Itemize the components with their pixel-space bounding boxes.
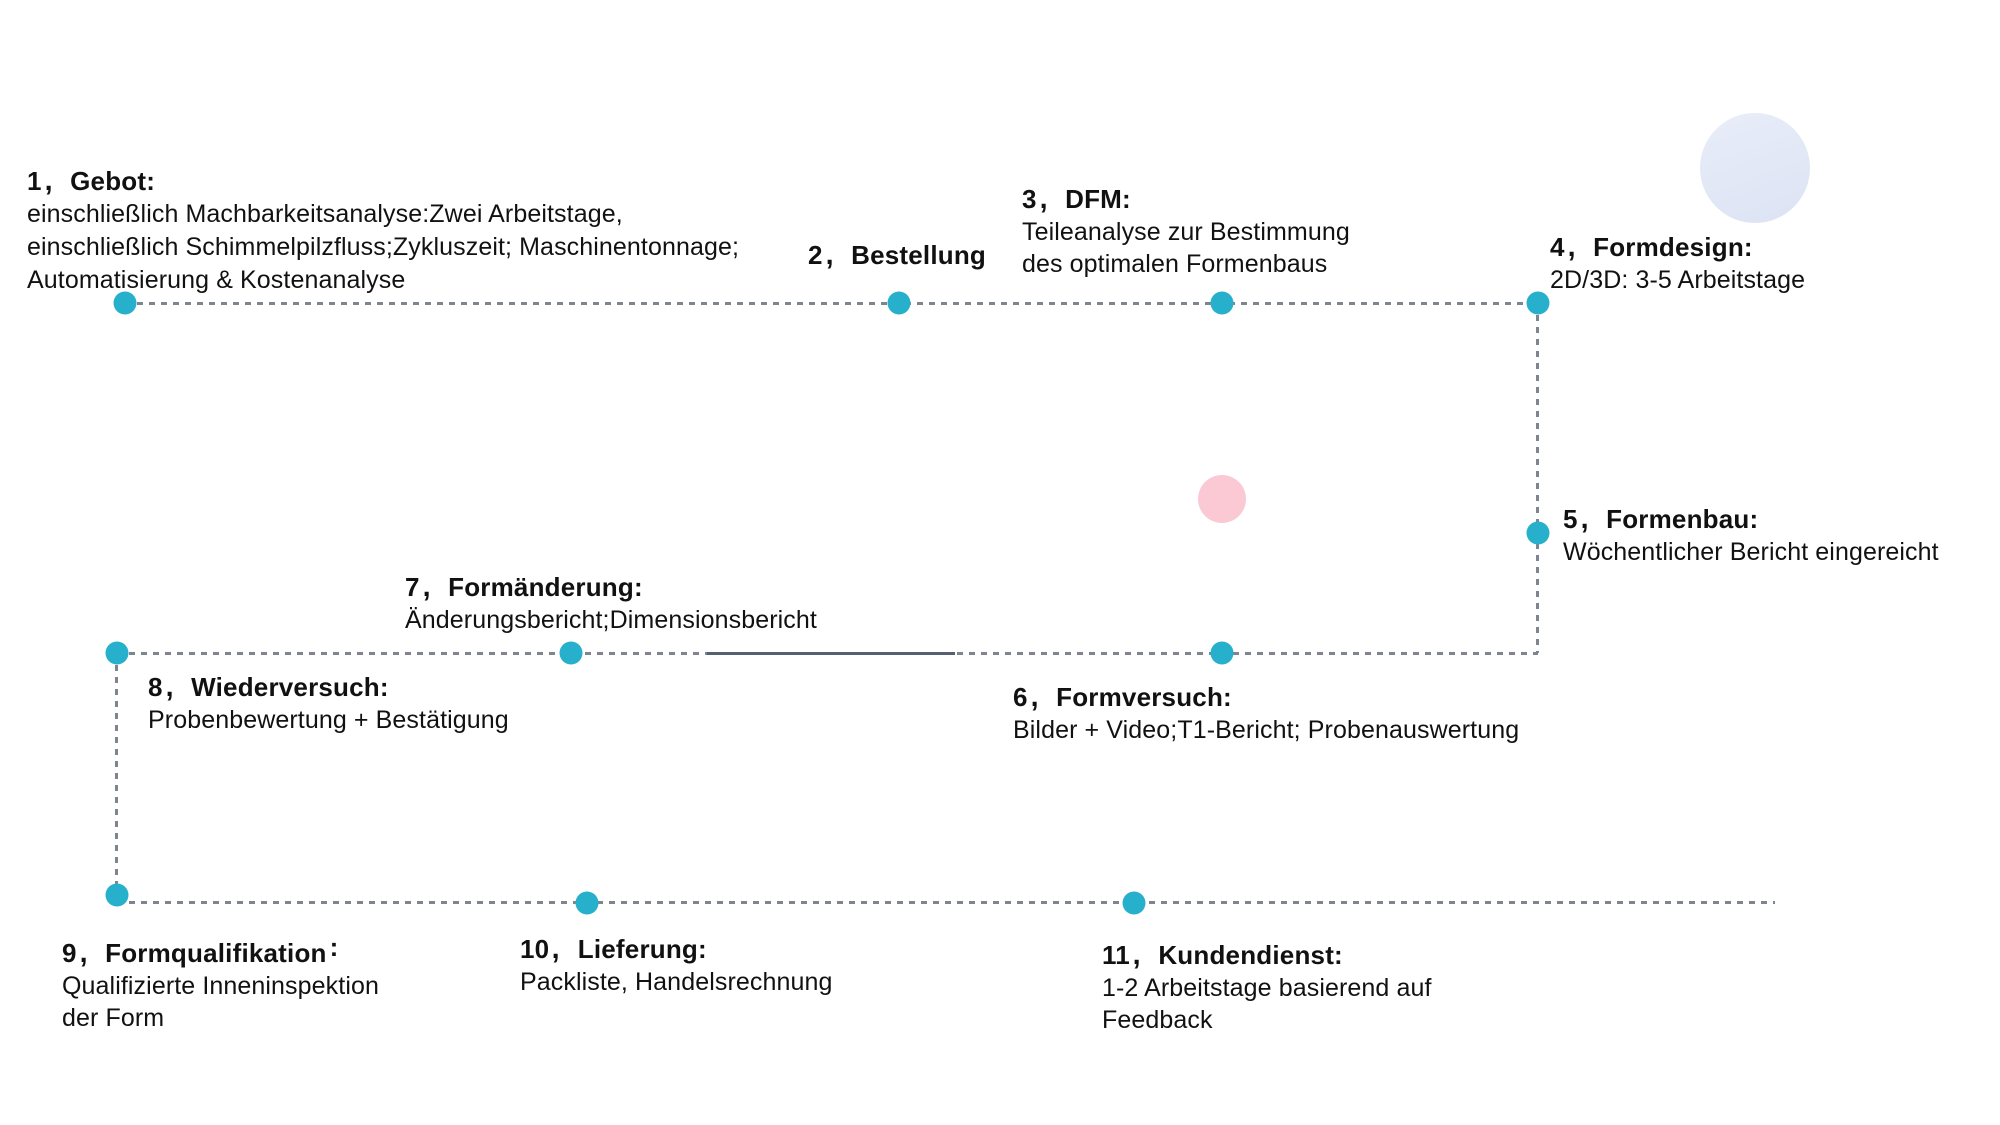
step-7-title-text: Formänderung: <box>448 572 643 602</box>
node-dot-step-10 <box>575 891 599 915</box>
node-dot-step-5 <box>1526 521 1550 545</box>
step-11-number: 11, <box>1102 938 1156 971</box>
step-3-desc-line-1: Teileanalyse zur Bestimmung <box>1022 218 1350 246</box>
step-1-title: 1,Gebot: <box>27 164 739 198</box>
step-2-number: 2, <box>808 238 849 271</box>
step-4-desc-line-1: 2D/3D: 3-5 Arbeitstage <box>1550 266 1806 294</box>
step-7-desc-line-1: Änderungsbericht;Dimensionsbericht <box>405 606 817 634</box>
decor-circle-lavender <box>1700 113 1810 223</box>
node-dot-step-9 <box>105 883 129 907</box>
timeline-top-line <box>125 302 1538 305</box>
step-2-title-text: Bestellung <box>851 240 987 270</box>
step-6-desc-line-1: Bilder + Video;T1-Bericht; Probenauswert… <box>1013 716 1520 744</box>
step-1-desc-line-2: einschließlich Schimmelpilzfluss;Zyklusz… <box>27 233 740 261</box>
ideographic-comma: , <box>422 569 431 603</box>
node-dot-step-8 <box>105 641 129 665</box>
step-8-number: 8, <box>148 670 189 703</box>
timeline-bottom-line <box>117 901 1775 904</box>
step-9-desc-line-2: der Form <box>62 1004 165 1032</box>
step-9-title-text: Formqualifikation: <box>105 932 339 968</box>
step-5-desc-line-1: Wöchentlicher Bericht eingereicht <box>1563 538 1939 566</box>
node-dot-step-3 <box>1210 291 1234 315</box>
step-6-number: 6, <box>1013 680 1054 713</box>
step-1-desc-line-1: einschließlich Machbarkeitsanalyse:Zwei … <box>27 200 623 228</box>
step-11-desc-line-1: 1-2 Arbeitstage basierend auf <box>1102 974 1432 1002</box>
node-dot-step-11 <box>1122 891 1146 915</box>
timeline-left-line <box>115 653 118 893</box>
step-11-title-text: Kundendienst: <box>1158 940 1343 970</box>
step-8-title: 8,Wiederversuch: <box>148 670 509 704</box>
step-10-desc-line-1: Packliste, Handelsrechnung <box>520 968 833 996</box>
step-10-number: 10, <box>520 932 576 965</box>
step-10-title-text: Lieferung: <box>577 934 707 964</box>
ideographic-comma: , <box>1580 501 1589 535</box>
step-4-title-text: Formdesign: <box>1593 232 1753 262</box>
step-9-number: 9, <box>62 936 103 969</box>
step-1-gebot: 1,Gebot: einschließlich Machbarkeitsanal… <box>27 164 739 297</box>
step-2-title: 2,Bestellung <box>808 238 986 272</box>
node-dot-step-1 <box>113 291 137 315</box>
step-11-kundendienst: 11,Kundendienst: 1-2 Arbeitstage basiere… <box>1102 938 1432 1036</box>
step-4-title: 4,Formdesign: <box>1550 230 1805 264</box>
step-11-title: 11,Kundendienst: <box>1102 938 1432 972</box>
step-2-bestellung: 2,Bestellung <box>808 238 986 272</box>
step-9-desc-line-1: Qualifizierte Inneninspektion <box>62 972 379 1000</box>
step-3-desc-line-2: des optimalen Formenbaus <box>1022 250 1328 278</box>
ideographic-comma: , <box>44 163 53 197</box>
step-10-lieferung: 10,Lieferung: Packliste, Handelsrechnung <box>520 932 833 998</box>
node-dot-step-4 <box>1526 291 1550 315</box>
node-dot-step-6 <box>1210 641 1234 665</box>
fullwidth-colon: : <box>329 932 339 962</box>
step-9-title: 9,Formqualifikation: <box>62 932 379 970</box>
step-5-formenbau: 5,Formenbau: Wöchentlicher Bericht einge… <box>1563 502 1939 568</box>
timeline-right-line <box>1536 303 1539 653</box>
step-8-title-text: Wiederversuch: <box>191 672 389 702</box>
step-1-title-text: Gebot: <box>70 166 156 196</box>
ideographic-comma: , <box>1567 229 1576 263</box>
ideographic-comma: , <box>825 237 834 271</box>
step-5-title-text: Formenbau: <box>1606 504 1759 534</box>
step-7-formaenderung: 7,Formänderung: Änderungsbericht;Dimensi… <box>405 570 817 636</box>
step-9-formqualifikation: 9,Formqualifikation: Qualifizierte Innen… <box>62 932 379 1034</box>
ideographic-comma: , <box>551 931 561 965</box>
step-3-dfm: 3,DFM: Teileanalyse zur Bestimmung des o… <box>1022 182 1350 280</box>
step-7-title: 7,Formänderung: <box>405 570 817 604</box>
step-3-title-text: DFM: <box>1065 184 1131 214</box>
step-10-title: 10,Lieferung: <box>520 932 833 966</box>
ideographic-comma: , <box>79 935 88 969</box>
step-6-formversuch: 6,Formversuch: Bilder + Video;T1-Bericht… <box>1013 680 1519 746</box>
step-11-desc-line-2: Feedback <box>1102 1006 1213 1034</box>
node-dot-step-7 <box>559 641 583 665</box>
step-4-number: 4, <box>1550 230 1591 263</box>
step-8-wiederversuch: 8,Wiederversuch: Probenbewertung + Bestä… <box>148 670 509 736</box>
step-3-number: 3, <box>1022 182 1063 215</box>
step-5-title: 5,Formenbau: <box>1563 502 1939 536</box>
decor-circle-pink <box>1198 475 1246 523</box>
ideographic-comma: , <box>165 669 174 703</box>
step-5-number: 5, <box>1563 502 1604 535</box>
step-1-number: 1, <box>27 164 68 197</box>
ideographic-comma: , <box>1132 937 1141 971</box>
node-dot-step-2 <box>887 291 911 315</box>
step-1-desc-line-3: Automatisierung & Kostenanalyse <box>27 266 406 294</box>
step-6-title: 6,Formversuch: <box>1013 680 1519 714</box>
ideographic-comma: , <box>1030 679 1039 713</box>
step-7-number: 7, <box>405 570 446 603</box>
step-3-title: 3,DFM: <box>1022 182 1350 216</box>
ideographic-comma: , <box>1039 181 1048 215</box>
step-4-formdesign: 4,Formdesign: 2D/3D: 3-5 Arbeitstage <box>1550 230 1805 296</box>
step-8-desc-line-1: Probenbewertung + Bestätigung <box>148 706 509 734</box>
timeline-middle-solid-segment <box>707 652 955 655</box>
step-6-title-text: Formversuch: <box>1056 682 1232 712</box>
